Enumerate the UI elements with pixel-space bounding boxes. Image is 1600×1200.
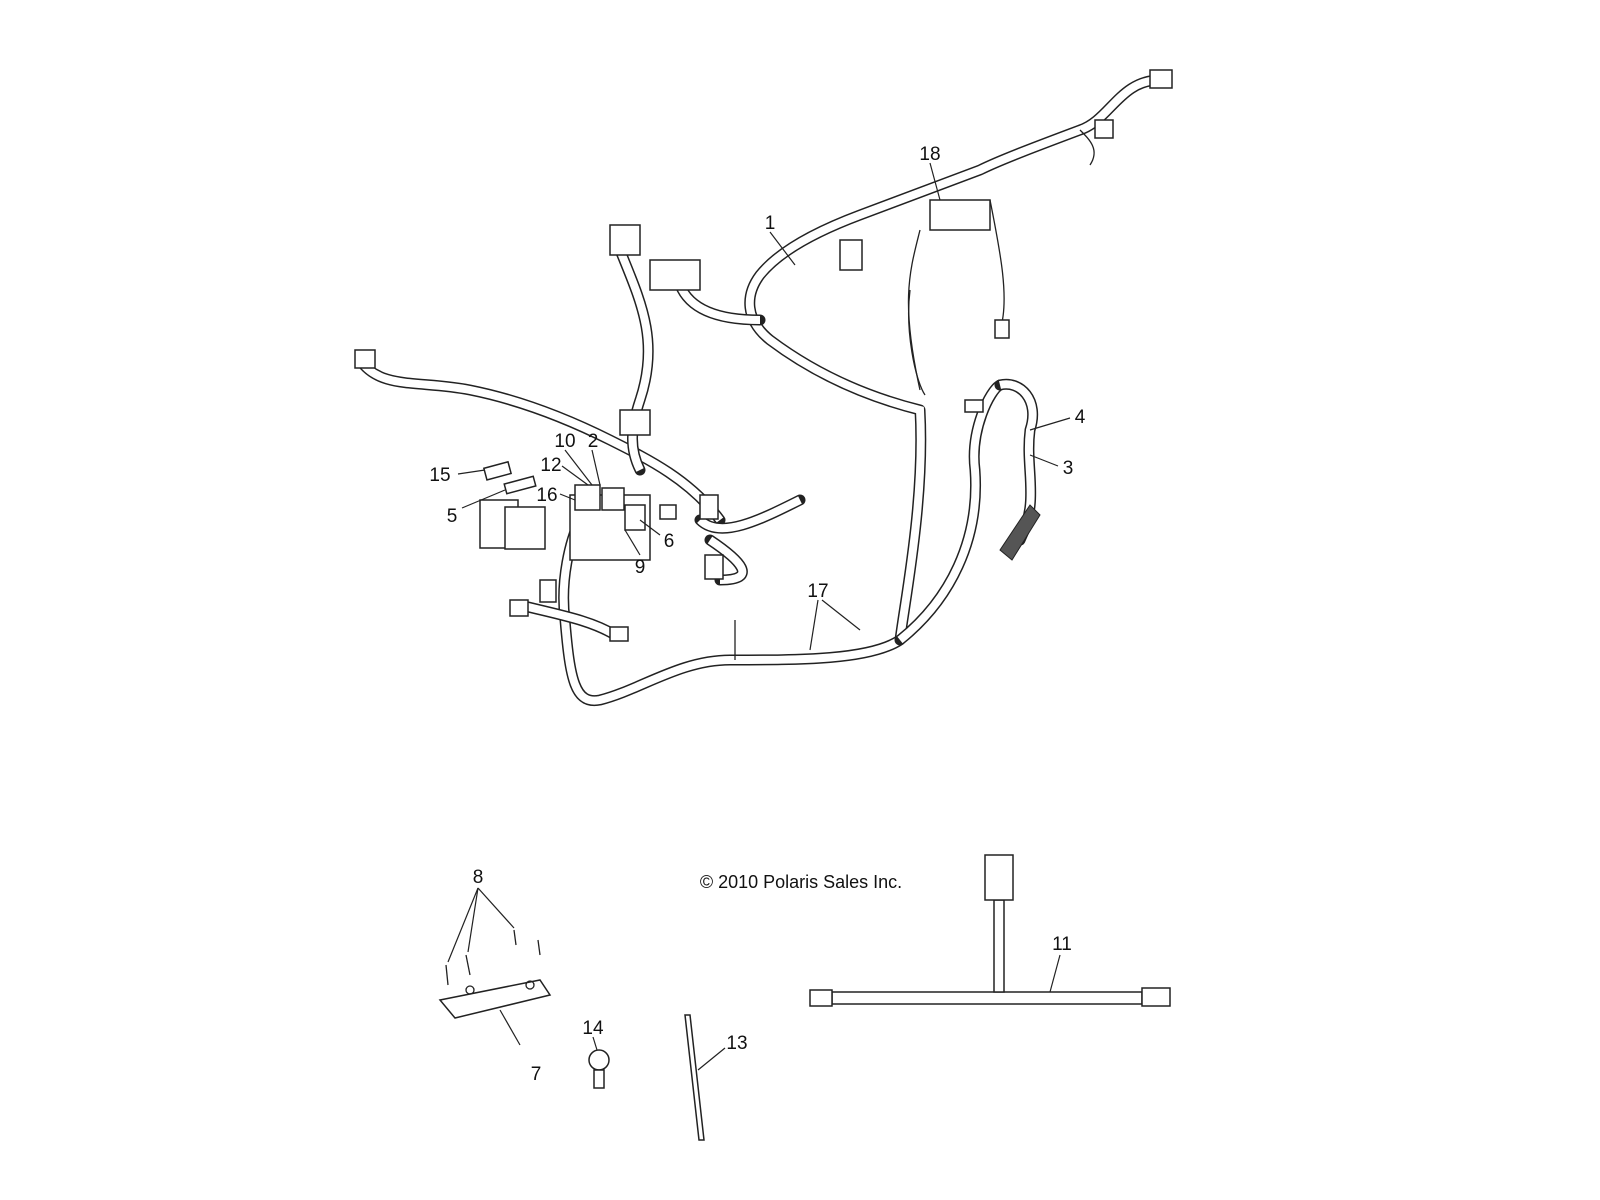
callout-7: 7	[531, 1064, 542, 1085]
callout-11: 11	[1052, 934, 1072, 955]
callout-1: 1	[765, 213, 776, 234]
callout-10: 10	[554, 431, 575, 452]
callout-2: 2	[588, 431, 599, 452]
callout-17: 17	[807, 581, 828, 602]
callout-13: 13	[726, 1033, 747, 1054]
parts-lower	[438, 854, 1171, 1141]
callout-labels: 1 2 3 4 5 6 7 8 9 10 11 12 13 14 15 16 1…	[429, 144, 1085, 1085]
fuse-box-assembly	[479, 460, 677, 561]
callout-9: 9	[635, 557, 646, 578]
callout-16: 16	[536, 485, 557, 506]
copyright-text: © 2010 Polaris Sales Inc.	[700, 872, 902, 892]
main-harness	[354, 74, 1166, 707]
callout-8: 8	[473, 867, 484, 888]
connectors	[354, 69, 1173, 642]
callout-5: 5	[447, 506, 458, 527]
callout-6: 6	[664, 531, 675, 552]
leader-lines	[447, 162, 1071, 1071]
callout-18: 18	[919, 144, 940, 165]
callout-12: 12	[540, 455, 561, 476]
wiring-harness-drawing: 1 2 3 4 5 6 7 8 9 10 11 12 13 14 15 16 1…	[354, 69, 1173, 1141]
callout-14: 14	[582, 1018, 604, 1039]
callout-4: 4	[1075, 407, 1086, 428]
parts-diagram: 1 2 3 4 5 6 7 8 9 10 11 12 13 14 15 16 1…	[354, 69, 1173, 1141]
callout-15: 15	[429, 465, 450, 486]
callout-3: 3	[1063, 458, 1074, 479]
